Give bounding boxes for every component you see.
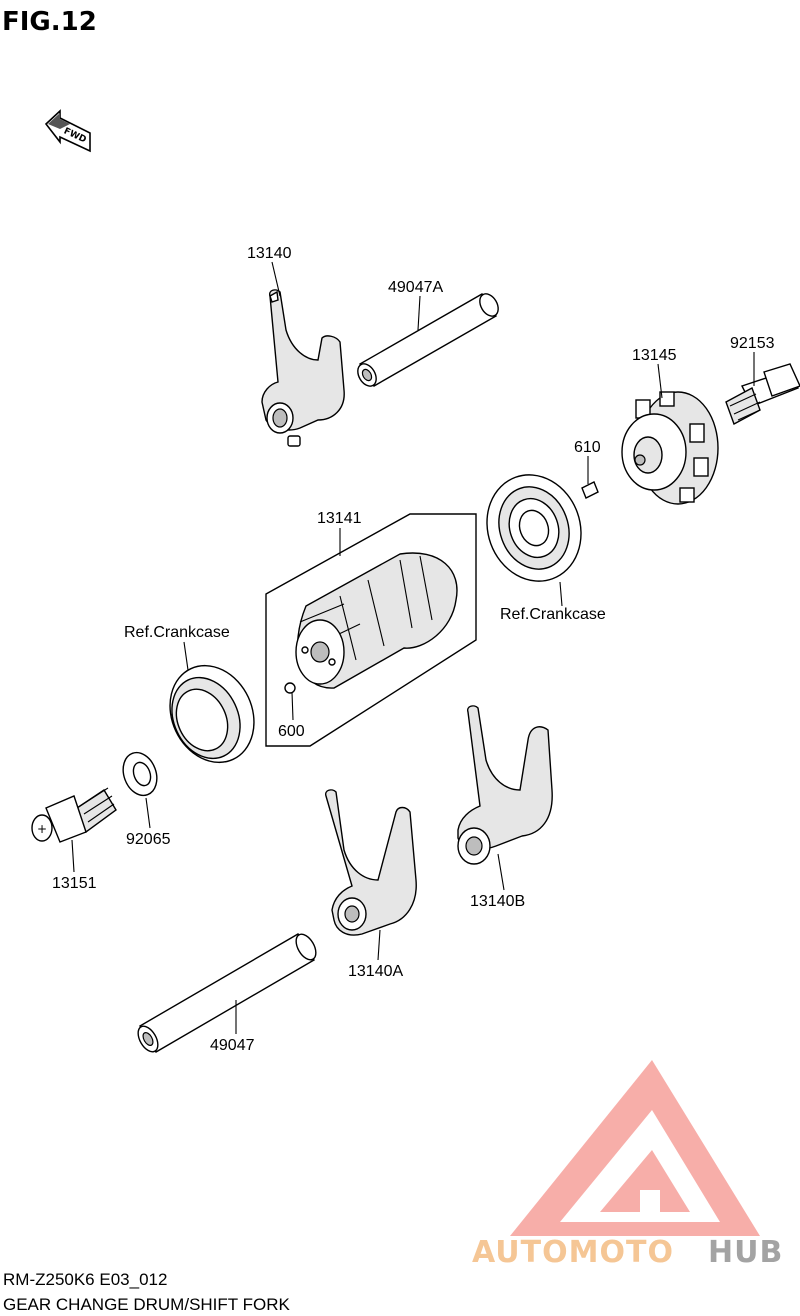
part-labels: 13140 49047A 13145 92153 610 13141 Ref.C… xyxy=(52,245,775,1054)
leader-lines xyxy=(71,261,755,1034)
part-label-13145: 13145 xyxy=(632,347,677,364)
model-code: RM-Z250K6 E03_012 xyxy=(3,1270,167,1289)
part-label-13140a: 13140A xyxy=(348,963,403,980)
pin-610 xyxy=(581,481,599,499)
pin-600 xyxy=(284,682,296,694)
diagram-caption: GEAR CHANGE DRUM/SHIFT FORK xyxy=(3,1295,290,1314)
shift-drum-13141 xyxy=(265,513,477,747)
part-label-92065: 92065 xyxy=(126,831,171,848)
part-label-92153: 92153 xyxy=(730,335,775,352)
washer-92065 xyxy=(122,751,158,797)
bearing-right xyxy=(486,474,582,582)
part-label-ref-crankcase-left: Ref.Crankcase xyxy=(124,624,230,641)
shift-cam-13145 xyxy=(621,391,719,505)
fwd-arrow-icon: FWD xyxy=(44,109,91,153)
shaft-49047 xyxy=(137,933,317,1053)
figure-title: FIG.12 xyxy=(2,7,97,37)
shift-fork-13140a xyxy=(324,789,417,936)
part-label-ref-crankcase-right: Ref.Crankcase xyxy=(500,606,606,623)
shift-fork-13140b xyxy=(457,705,553,865)
part-label-13140b: 13140B xyxy=(470,893,525,910)
bolt-92153 xyxy=(725,363,800,426)
svg-text:+: + xyxy=(37,822,47,836)
part-label-13141: 13141 xyxy=(317,510,362,527)
part-label-13151: 13151 xyxy=(52,875,97,892)
shift-fork-13140 xyxy=(261,289,345,447)
watermark-brand-part1: AUTOMOTO xyxy=(472,1235,674,1270)
part-label-600: 600 xyxy=(278,723,305,740)
needle-bearing-left xyxy=(169,664,255,764)
part-label-49047a: 49047A xyxy=(388,279,443,296)
shaft-49047a xyxy=(357,293,499,387)
part-label-610: 610 xyxy=(574,439,601,456)
part-label-49047: 49047 xyxy=(210,1037,255,1054)
neutral-switch-13151: + xyxy=(31,787,117,843)
watermark-brand-part2: HUB xyxy=(708,1235,783,1270)
part-label-13140: 13140 xyxy=(247,245,292,262)
watermark-logo: AUTOMOTO HUB xyxy=(472,1060,783,1270)
